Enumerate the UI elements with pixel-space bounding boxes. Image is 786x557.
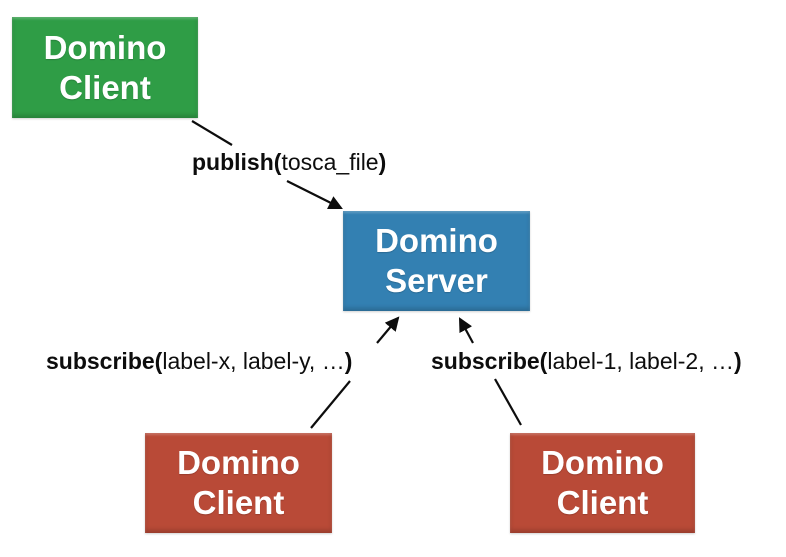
edge-subscribe-left-segment-upper-arrow [376, 316, 400, 344]
node-domino-server: Domino Server [343, 211, 530, 311]
edge-subscribe-left-segment-lower [310, 380, 351, 429]
edge-publish-segment-lower-arrow [286, 180, 343, 209]
edge-label-publish-close: ) [378, 149, 387, 175]
node-domino-client-publisher: Domino Client [12, 17, 198, 118]
edge-label-publish-call: publish( [192, 149, 282, 175]
edge-label-publish: publish(tosca_file) [192, 149, 386, 176]
edge-label-subscribe-right-close: ) [733, 348, 742, 374]
edge-label-subscribe-right-call: subscribe( [431, 348, 548, 374]
edge-label-subscribe-left: subscribe(label-x, label-y, …) [46, 348, 352, 375]
edge-label-subscribe-left-call: subscribe( [46, 348, 163, 374]
edge-label-subscribe-left-args: label-x, label-y, … [162, 348, 345, 374]
node-domino-client-subscriber-right: Domino Client [510, 433, 695, 533]
edge-label-publish-args: tosca_file [281, 149, 379, 175]
edge-publish-segment-upper [191, 120, 233, 146]
edge-label-subscribe-left-close: ) [344, 348, 353, 374]
node-domino-client-subscriber-left: Domino Client [145, 433, 332, 533]
edge-subscribe-right-segment-upper-arrow [458, 317, 474, 344]
edge-label-subscribe-right: subscribe(label-1, label-2, …) [431, 348, 742, 375]
edge-subscribe-right-segment-lower [494, 378, 522, 426]
edge-label-subscribe-right-args: label-1, label-2, … [547, 348, 734, 374]
